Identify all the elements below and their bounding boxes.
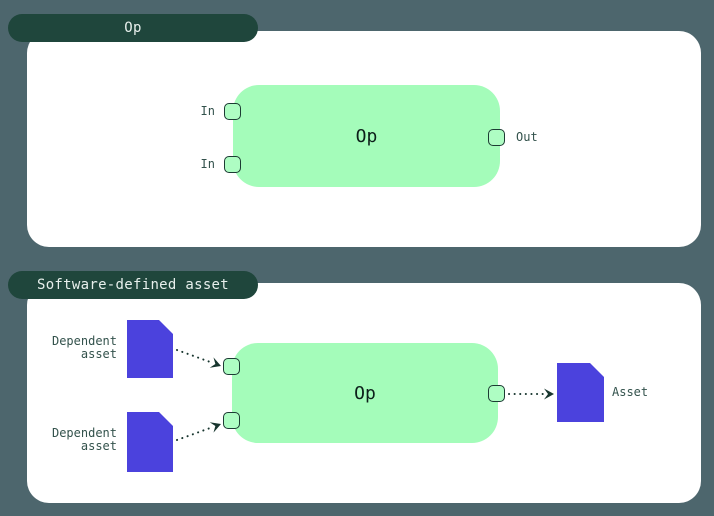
section-tab-op: Op (8, 14, 258, 42)
output-port (488, 385, 505, 402)
section-tab-sda-label: Software-defined asset (36, 277, 230, 293)
op-node-label: Op (354, 382, 376, 404)
dependent-asset-label: Dependent asset (51, 334, 117, 361)
op-node: Op (233, 85, 500, 187)
asset-label: Asset (612, 385, 649, 399)
section-tab-software-defined-asset: Software-defined asset (8, 271, 258, 299)
input-port (223, 412, 240, 429)
section-tab-op-label: Op (124, 20, 142, 36)
output-asset-arrow (508, 388, 554, 400)
input-port (224, 103, 241, 120)
dependency-arrow (176, 349, 221, 368)
op-node-label: Op (355, 125, 378, 147)
dependency-arrow (176, 422, 221, 441)
dependent-asset-document-icon (127, 320, 173, 378)
input-label: In (200, 157, 215, 171)
input-port (224, 156, 241, 173)
op-diagram-card: Op In In Out (27, 31, 701, 247)
output-label: Out (516, 130, 538, 144)
software-defined-asset-diagram-card: Op Dependent asset Dependent asset Asset (27, 283, 701, 503)
asset-document-icon (557, 363, 604, 422)
op-node: Op (232, 343, 498, 443)
output-port (488, 129, 505, 146)
input-port (223, 358, 240, 375)
input-label: In (200, 104, 215, 118)
dependency-arrows-layer (176, 349, 554, 441)
dependent-asset-label: Dependent asset (51, 426, 117, 453)
dependent-asset-document-icon (127, 412, 173, 472)
